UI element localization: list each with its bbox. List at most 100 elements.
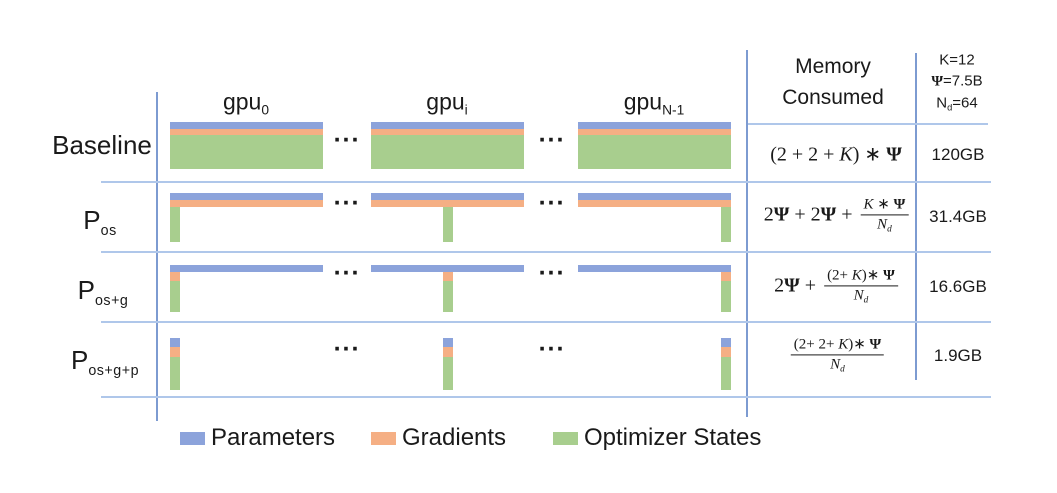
math-token: + bbox=[799, 274, 822, 297]
gradients-bar-segment bbox=[442, 347, 453, 357]
math-token: K bbox=[838, 336, 849, 353]
bottom-divider bbox=[101, 396, 991, 398]
gpu-header-text: gpu bbox=[426, 88, 465, 115]
math-token: )∗ bbox=[861, 267, 884, 284]
gradients-color-swatch bbox=[371, 431, 396, 445]
row-label-pos-g: Pos+g bbox=[78, 275, 129, 309]
table-header-underline bbox=[748, 123, 988, 125]
math-token: d bbox=[863, 295, 869, 306]
memory-value-pos-g-p: 1.9GB bbox=[933, 346, 983, 365]
constant-definition: K=12 bbox=[931, 49, 982, 70]
optimizer-states-bar-segment bbox=[721, 357, 731, 390]
ellipsis-dots: ... bbox=[538, 328, 566, 357]
math-token: + 2 bbox=[789, 203, 821, 226]
constant-definition: Nd=64 bbox=[931, 92, 982, 118]
math-token: Ψ bbox=[883, 267, 895, 284]
parameters-bar-segment bbox=[371, 193, 524, 200]
row-label-baseline: Baseline bbox=[52, 130, 152, 164]
memory-column-divider-line bbox=[746, 50, 748, 417]
gpu-column-header-i: gpui bbox=[426, 89, 467, 118]
gradients-bar-segment bbox=[170, 272, 180, 281]
row-label-text: P bbox=[77, 275, 95, 306]
parameters-bar-segment bbox=[442, 338, 453, 347]
optimizer-states-bar-segment bbox=[721, 281, 731, 312]
math-token: Ψ bbox=[784, 274, 800, 297]
fraction: (2+ K)∗ Ψ Nd bbox=[824, 267, 898, 306]
legend-label: Parameters bbox=[211, 424, 336, 451]
row-label-text: Baseline bbox=[52, 130, 152, 161]
parameters-bar-segment bbox=[578, 122, 731, 129]
math-token: K bbox=[863, 196, 874, 213]
math-token: K bbox=[851, 267, 862, 284]
ellipsis-dots: ... bbox=[538, 182, 566, 211]
gradients-bar-segment bbox=[721, 347, 731, 357]
math-token: ) ∗ bbox=[852, 143, 887, 166]
row-label-text: P bbox=[70, 345, 89, 376]
math-token: K bbox=[839, 143, 853, 166]
gpu-column-header-0: gpu0 bbox=[223, 89, 269, 118]
row-label-text: P bbox=[83, 205, 101, 236]
gradients-bar-segment bbox=[371, 200, 524, 207]
memory-value-pos: 31.4GB bbox=[929, 207, 987, 226]
parameters-bar-segment bbox=[578, 265, 731, 272]
memory-consumed-header: Memory Consumed bbox=[782, 51, 884, 113]
ellipsis-dots: ... bbox=[333, 328, 361, 357]
parameters-bar-segment bbox=[578, 193, 731, 200]
math-token: Ψ bbox=[893, 196, 906, 213]
constant-definition: Ψ=7.5B bbox=[931, 70, 982, 92]
ellipsis-dots: ... bbox=[333, 182, 361, 211]
legend-item-optimizer-states: Optimizer States bbox=[553, 424, 761, 452]
row-divider-3 bbox=[101, 321, 991, 323]
math-token: d bbox=[947, 102, 953, 113]
gradients-bar-segment bbox=[170, 129, 323, 135]
optimizer-states-bar-segment bbox=[170, 357, 180, 390]
parameters-bar-segment bbox=[371, 265, 524, 272]
math-token: 2 bbox=[763, 203, 774, 226]
fraction-denominator: Nd bbox=[860, 216, 908, 236]
math-token: =7.5B bbox=[943, 72, 983, 90]
legend-label: Gradients bbox=[402, 424, 507, 451]
math-token: N bbox=[853, 287, 864, 304]
math-token: ∗ bbox=[873, 196, 894, 213]
gradients-bar-segment bbox=[170, 347, 180, 357]
math-token: (2+ 2+ bbox=[793, 336, 839, 353]
math-token: N bbox=[936, 94, 948, 112]
math-token: 2 bbox=[774, 274, 785, 297]
parameters-bar-segment bbox=[170, 193, 323, 200]
math-token: N bbox=[877, 216, 888, 233]
math-token: )∗ bbox=[848, 336, 870, 353]
parameters-bar-segment bbox=[170, 122, 323, 129]
math-token: K=12 bbox=[939, 51, 975, 69]
fraction-denominator: Nd bbox=[791, 356, 884, 376]
optimizer-states-bar-segment bbox=[170, 135, 323, 169]
row-label-pos-g-p: Pos+g+p bbox=[71, 345, 139, 379]
gradients-bar-segment bbox=[442, 272, 453, 281]
optimizer-states-bar-segment bbox=[170, 207, 180, 242]
gpu-header-subscript: N-1 bbox=[662, 102, 685, 118]
optimizer-states-bar-segment bbox=[442, 207, 453, 242]
ellipsis-dots: ... bbox=[333, 252, 361, 281]
memory-value-pos-g: 16.6GB bbox=[929, 277, 987, 296]
math-token: Ψ bbox=[773, 203, 790, 226]
math-token: Ψ bbox=[931, 73, 944, 90]
gpu-header-text: gpu bbox=[222, 88, 262, 115]
legend-item-parameters: Parameters bbox=[180, 424, 335, 452]
fraction-numerator: K ∗ Ψ bbox=[860, 196, 909, 216]
memory-formula-baseline: (2 + 2 + K) ∗ Ψ bbox=[770, 142, 902, 167]
math-token: =64 bbox=[952, 94, 978, 112]
math-token: (2+ bbox=[827, 267, 852, 284]
optimizer-states-bar-segment bbox=[170, 281, 180, 312]
optimizer-states-bar-segment bbox=[442, 357, 453, 390]
row-label-subscript: os+g bbox=[94, 292, 129, 309]
gradients-bar-segment bbox=[170, 200, 323, 207]
legend-label: Optimizer States bbox=[584, 424, 762, 451]
optimizer-states-bar-segment bbox=[371, 135, 524, 169]
gradients-bar-segment bbox=[371, 129, 524, 135]
gradients-bar-segment bbox=[578, 200, 731, 207]
